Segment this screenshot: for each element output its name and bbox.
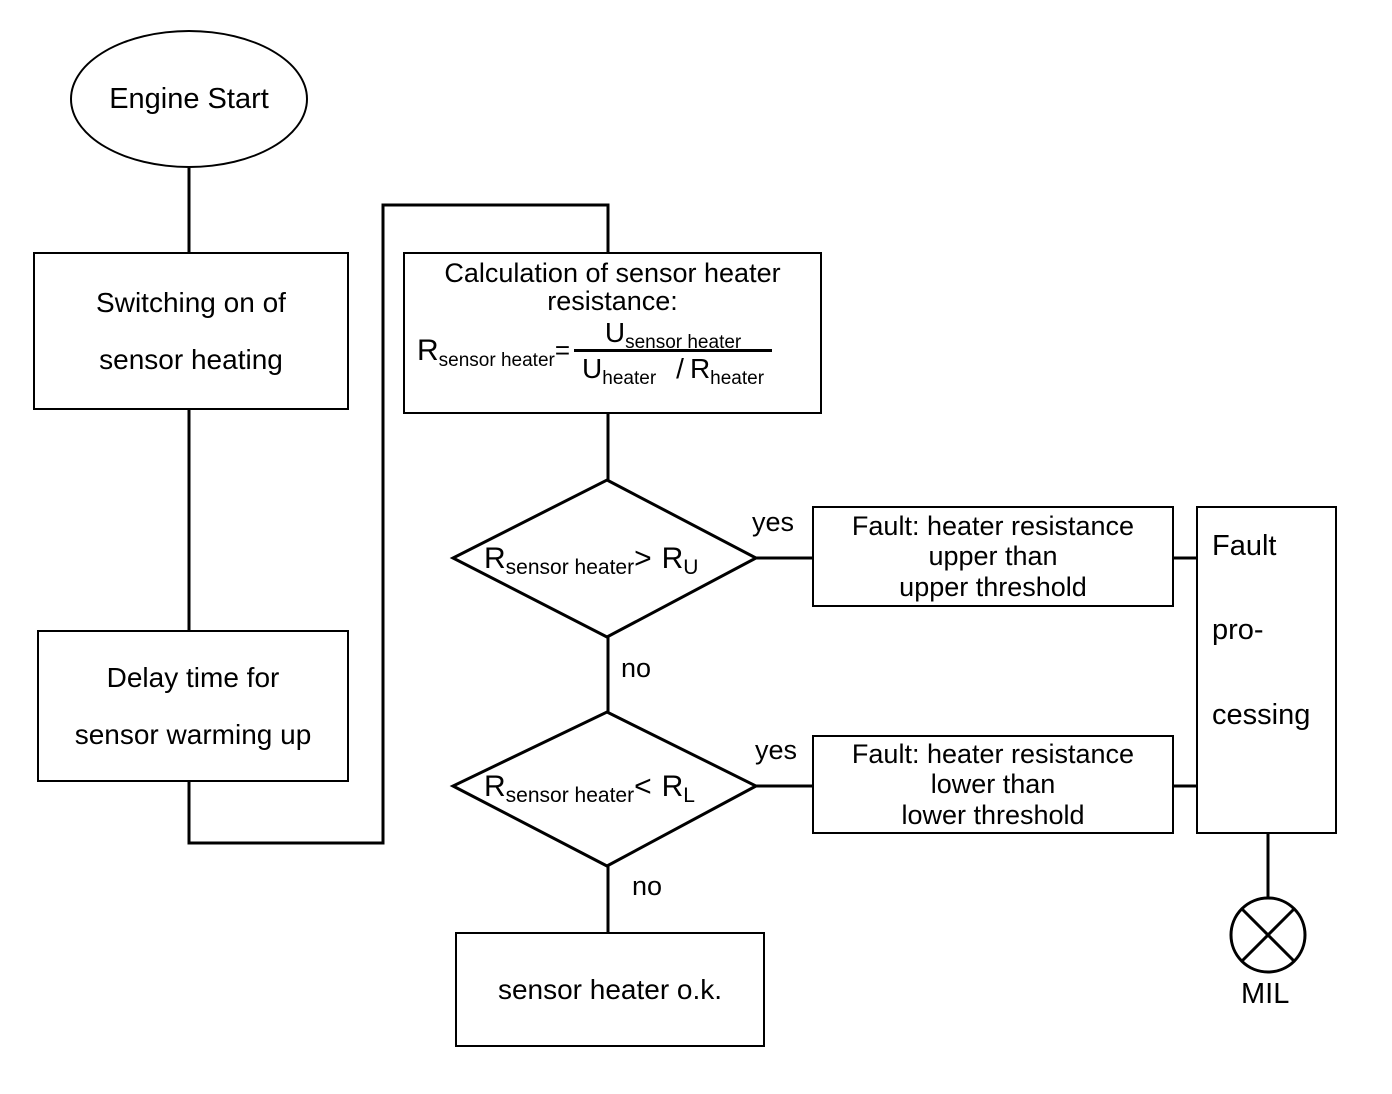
formula-equals-sign: =	[554, 335, 571, 366]
formula-denominator-subscript-1: heater	[602, 368, 657, 390]
node-fault-upper-threshold[interactable]: Fault: heater resistance upper than uppe…	[812, 506, 1174, 607]
sensor-ok-label: sensor heater o.k.	[497, 973, 723, 1005]
fault-upper-line-3: upper threshold	[899, 571, 1087, 602]
delay-line-1: Delay time for	[106, 661, 280, 693]
node-calculation-sensor-heater-resistance[interactable]: Calculation of sensor heater resistance:…	[403, 252, 822, 414]
node-delay-time-sensor-warming-up[interactable]: Delay time for sensor warming up	[37, 630, 349, 782]
edge-label-no-upper: no	[621, 653, 652, 683]
fault-upper-line-2: upper than	[928, 541, 1058, 572]
decision-upper-rhs-base: R	[661, 542, 684, 575]
formula-numerator-base: U	[604, 317, 626, 349]
decision-upper-operator: >	[634, 542, 652, 575]
decision-lower-rhs-base: R	[661, 770, 684, 803]
formula-denominator-operator: /	[676, 353, 684, 385]
fault-processing-line-3: cessing	[1212, 698, 1311, 731]
calculation-title: Calculation of sensor heater resistance:	[413, 258, 812, 316]
decision-upper-rhs-subscript: U	[683, 556, 699, 579]
decision-lower-lhs-base: R	[484, 770, 506, 803]
engine-start-label: Engine Start	[109, 82, 269, 115]
fault-upper-line-1: Fault: heater resistance	[851, 511, 1135, 542]
node-sensor-heater-ok[interactable]: sensor heater o.k.	[455, 932, 765, 1047]
edge-label-no-lower: no	[632, 871, 663, 901]
mil-cross-line-1	[1240, 907, 1296, 963]
edge-label-yes-upper: yes	[752, 507, 795, 537]
decision-upper-lhs-base: R	[484, 542, 506, 575]
calculation-title-line-2: resistance:	[547, 285, 678, 316]
edge-label-yes-lower: yes	[755, 735, 798, 765]
node-fault-lower-threshold[interactable]: Fault: heater resistance lower than lowe…	[812, 735, 1174, 834]
decision-lower-lhs-subscript: sensor heater	[505, 784, 635, 807]
mil-label: MIL	[1241, 978, 1290, 1010]
formula-denominator-subscript-2: heater	[710, 368, 765, 390]
formula-denominator-base-1: U	[582, 353, 603, 385]
node-switching-on-sensor-heating[interactable]: Switching on of sensor heating	[33, 252, 349, 410]
delay-line-2: sensor warming up	[74, 719, 312, 750]
calculation-title-line-1: Calculation of sensor heater	[444, 258, 781, 288]
fault-lower-line-1: Fault: heater resistance	[851, 739, 1135, 770]
formula-denominator-base-2: R	[689, 353, 711, 385]
mil-cross-line-2	[1240, 907, 1296, 963]
node-fault-processing[interactable]: Fault pro- cessing	[1196, 506, 1337, 834]
formula-lhs-base: R	[417, 334, 439, 368]
fault-lower-line-3: lower threshold	[901, 799, 1085, 830]
formula-fraction-bar	[574, 349, 773, 353]
fault-processing-line-1: Fault	[1212, 530, 1277, 562]
decision-upper-lhs-subscript: sensor heater	[505, 556, 635, 579]
node-engine-start[interactable]: Engine Start	[70, 30, 308, 168]
formula-numerator-subscript: sensor heater	[625, 332, 742, 354]
decision-lower-rhs-subscript: L	[683, 784, 695, 807]
fault-lower-line-2: lower than	[930, 769, 1056, 800]
formula-lhs-subscript: sensor heater	[438, 350, 555, 372]
decision-lower-operator: <	[634, 770, 652, 803]
switching-line-1: Switching on of	[96, 286, 286, 318]
switching-line-2: sensor heating	[99, 344, 283, 375]
mil-circle	[1229, 896, 1307, 974]
fault-processing-line-2: pro-	[1212, 614, 1264, 647]
